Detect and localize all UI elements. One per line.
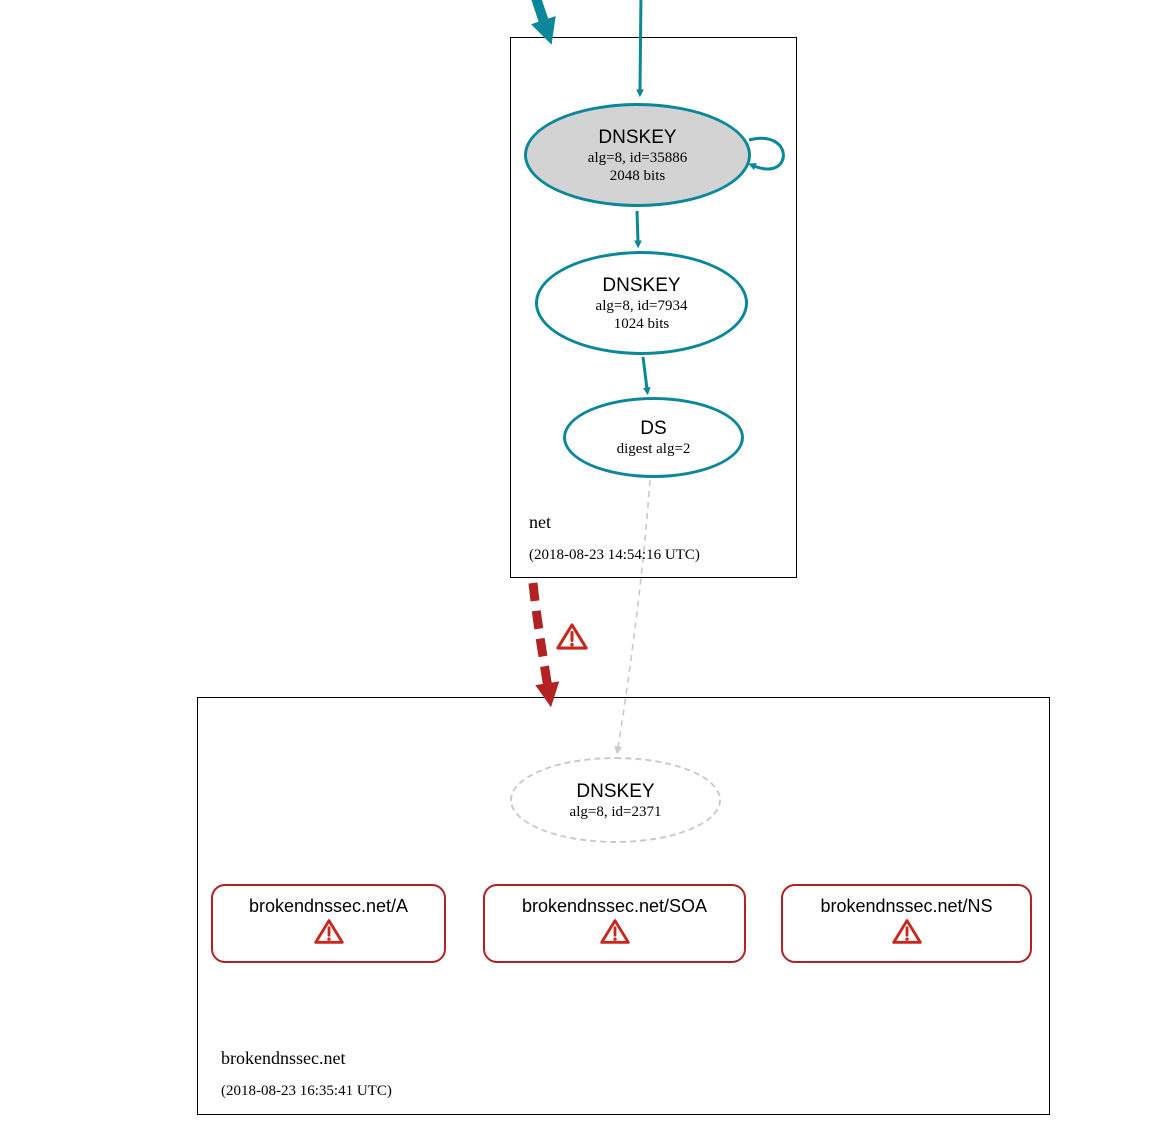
node-detail: alg=8, id=7934 (595, 297, 688, 314)
zone-timestamp-net: (2018-08-23 14:54:16 UTC) (529, 547, 700, 563)
node-detail: 1024 bits (613, 315, 670, 332)
rrset-label: brokendnssec.net/SOA (521, 896, 708, 916)
warning-icon (556, 622, 588, 651)
rrset-node-ns[interactable]: brokendnssec.net/NS (781, 884, 1032, 963)
node-title: DS (640, 418, 667, 439)
zone-label-brokendnssec: brokendnssec.net (221, 1048, 346, 1068)
node-detail: alg=8, id=35886 (587, 149, 688, 166)
node-net-ksk[interactable]: DNSKEY alg=8, id=35886 2048 bits (524, 103, 751, 207)
node-detail: 2048 bits (609, 167, 666, 184)
node-detail: alg=8, id=2371 (569, 803, 662, 820)
node-title: DNSKEY (602, 274, 681, 296)
node-net-ds[interactable]: DS digest alg=2 (563, 397, 744, 478)
zone-label-net: net (529, 512, 551, 532)
edge-incoming-delegation (531, 0, 556, 45)
node-net-zsk[interactable]: DNSKEY alg=8, id=7934 1024 bits (535, 251, 748, 355)
rrset-label: brokendnssec.net/A (248, 896, 409, 916)
node-title: DNSKEY (576, 780, 655, 802)
node-title: DNSKEY (598, 126, 677, 148)
rrset-label: brokendnssec.net/NS (820, 896, 993, 916)
rrset-node-soa[interactable]: brokendnssec.net/SOA (483, 884, 746, 963)
warning-icon (892, 918, 922, 945)
zone-timestamp-brokendnssec: (2018-08-23 16:35:41 UTC) (221, 1083, 392, 1099)
warning-icon (314, 918, 344, 945)
node-broken-dnskey[interactable]: DNSKEY alg=8, id=2371 (510, 757, 721, 843)
node-detail: digest alg=2 (616, 441, 691, 457)
warning-icon (600, 918, 630, 945)
rrset-node-a[interactable]: brokendnssec.net/A (211, 884, 446, 963)
edge-bogus-delegation (528, 582, 560, 708)
